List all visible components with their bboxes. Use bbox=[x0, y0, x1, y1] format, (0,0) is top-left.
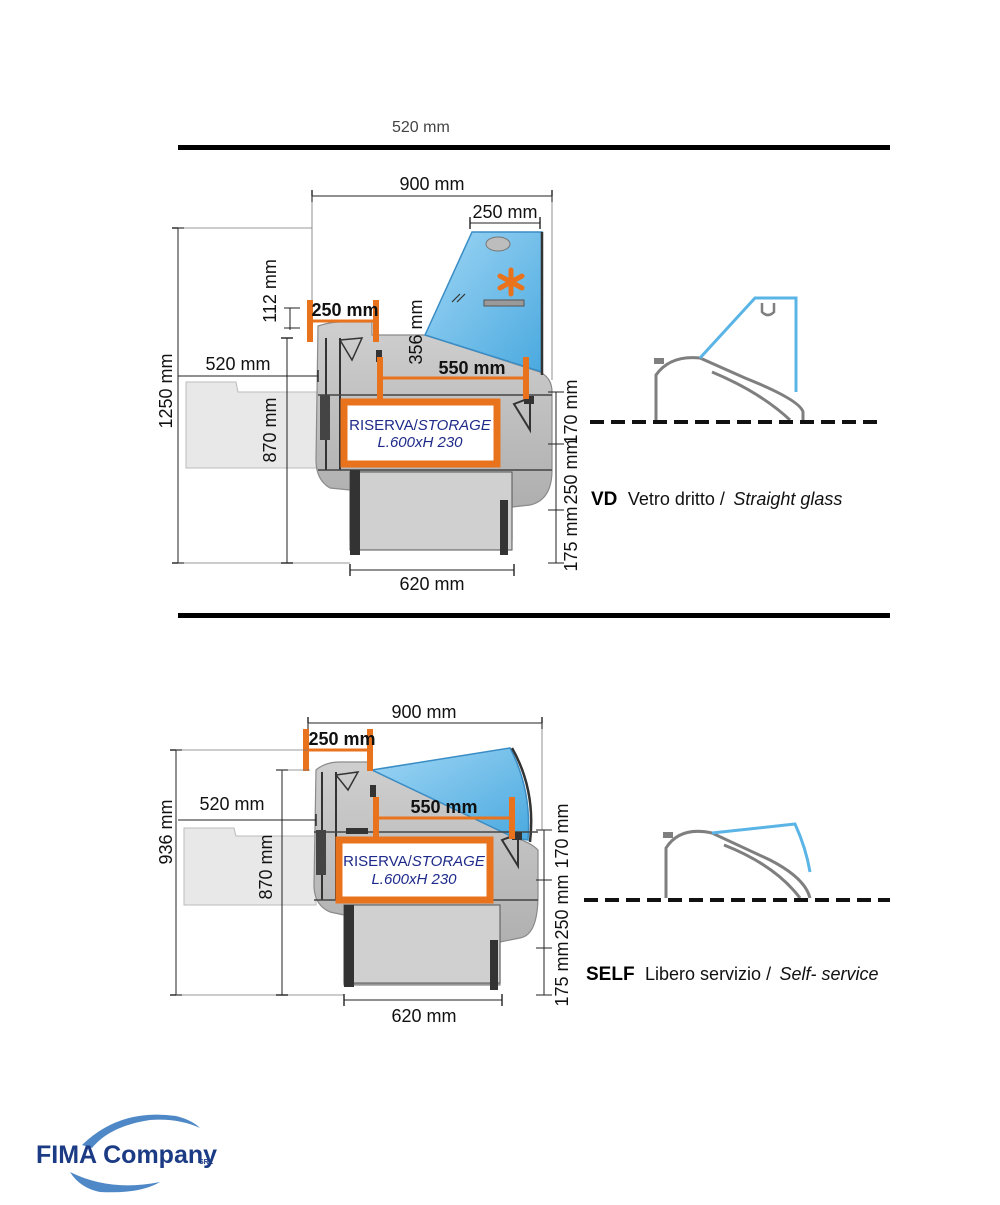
vd-dim-base-width: 620 mm bbox=[399, 574, 464, 594]
self-storage-box bbox=[335, 836, 494, 904]
vd-dim-depth-orange: 550 mm bbox=[438, 358, 505, 378]
self-caption: SELF Libero servizio / Self- service bbox=[586, 964, 879, 985]
self-dim-foot-height: 175 mm bbox=[552, 941, 572, 1006]
top-separator bbox=[178, 145, 890, 150]
vd-dim-counter-height: 870 mm bbox=[260, 397, 280, 462]
self-profile-icon bbox=[584, 822, 890, 902]
vd-profile-icon bbox=[590, 296, 882, 424]
self-compressor-unit bbox=[316, 830, 326, 875]
vd-compressor-unit bbox=[320, 395, 330, 440]
vd-dim-shelf-orange: 250 mm bbox=[311, 300, 378, 320]
vd-dim-inner-height: 356 mm bbox=[406, 299, 426, 364]
self-dim-counter-height: 870 mm bbox=[256, 834, 276, 899]
vd-dim-tank-height: 170 mm bbox=[561, 379, 581, 444]
vd-asterisk-icon bbox=[497, 267, 525, 297]
self-storage-line1: RISERVA/STORAGE bbox=[343, 853, 486, 870]
fima-company-logo: FIMA Company SRL bbox=[36, 1114, 217, 1193]
vd-storage-line2: L.600xH 230 bbox=[377, 434, 463, 451]
vd-dim-shelf-offset: 112 mm bbox=[260, 259, 280, 323]
vd-storage-line1: RISERVA/STORAGE bbox=[349, 417, 492, 434]
self-dim-base-width: 620 mm bbox=[391, 1006, 456, 1026]
logo-suffix: SRL bbox=[199, 1159, 214, 1166]
vd-dim-width-total: 900 mm bbox=[399, 174, 464, 194]
vd-caption: VD Vetro dritto / Straight glass bbox=[591, 489, 842, 510]
self-base-cabinet bbox=[343, 904, 501, 984]
self-dim-width-total: 900 mm bbox=[391, 702, 456, 722]
vd-glass-shelf bbox=[483, 299, 525, 307]
vd-side-annex bbox=[185, 381, 319, 469]
vd-dim-top-glass: 250 mm bbox=[472, 202, 537, 222]
section-self: RISERVA/STORAGE L.600xH 230 900 mm 250 m… bbox=[156, 702, 890, 1026]
self-dim-total-height: 936 mm bbox=[156, 799, 176, 864]
logo-text: FIMA Company bbox=[36, 1141, 217, 1169]
self-dim-depth-orange: 550 mm bbox=[410, 797, 477, 817]
vd-lamp-icon bbox=[485, 236, 511, 252]
self-dim-shelf-orange: 250 mm bbox=[308, 729, 375, 749]
vd-dim-side-depth: 520 mm bbox=[205, 354, 270, 374]
vd-storage-box bbox=[340, 398, 501, 468]
vd-dim-foot-height: 175 mm bbox=[561, 506, 581, 571]
vd-dim-total-height: 1250 mm bbox=[156, 353, 176, 428]
middle-separator bbox=[178, 613, 890, 618]
self-dim-base-height: 250 mm bbox=[552, 874, 572, 939]
vd-base-cabinet bbox=[349, 471, 513, 551]
self-dim-side-depth: 520 mm bbox=[199, 794, 264, 814]
self-side-annex bbox=[183, 827, 317, 906]
section-vd: RISERVA/STORAGE L.600xH 230 900 mm 250 m… bbox=[156, 174, 882, 594]
vd-dim-base-height: 250 mm bbox=[561, 439, 581, 504]
cropped-header-label: 520 mm bbox=[392, 119, 450, 136]
self-storage-line2: L.600xH 230 bbox=[371, 871, 457, 888]
self-dim-tank-height: 170 mm bbox=[552, 803, 572, 868]
